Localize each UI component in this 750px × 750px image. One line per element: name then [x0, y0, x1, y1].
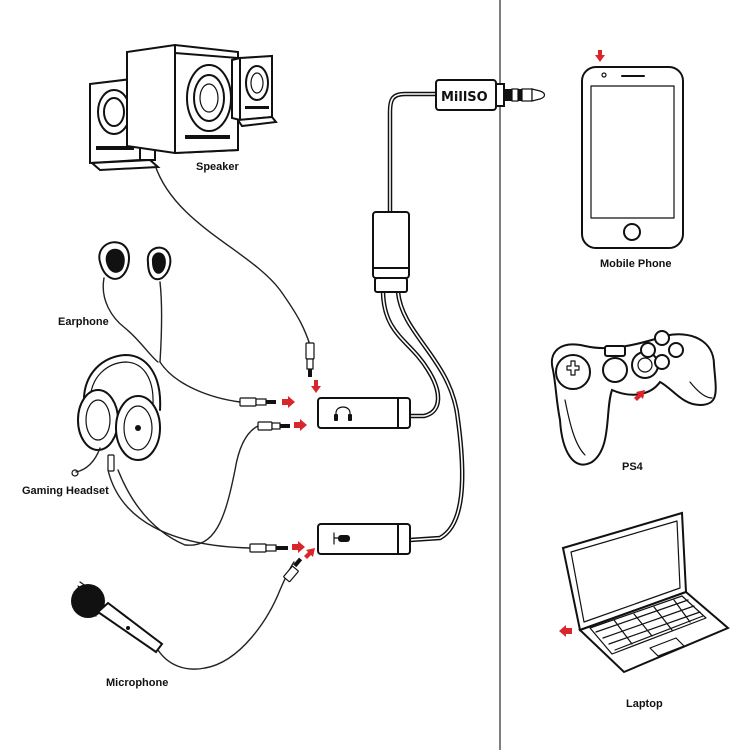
microphone-illustration — [71, 581, 206, 670]
brand-label: MillSO — [441, 90, 488, 105]
headphone-jack — [317, 397, 411, 429]
laptop-label: Laptop — [626, 698, 663, 710]
gaming-headset-label: Gaming Headset — [22, 485, 109, 497]
earphone-illustration — [98, 241, 172, 363]
ps4-controller-illustration — [550, 330, 717, 466]
headset-plug — [257, 419, 307, 431]
microphone-icon — [333, 532, 350, 545]
microphone-label: Microphone — [106, 677, 168, 689]
speaker-label: Speaker — [196, 161, 240, 173]
mobile-phone-label: Mobile Phone — [600, 258, 672, 270]
microphone-plug — [283, 548, 315, 583]
splitter-cable — [372, 91, 465, 543]
ps4-label: PS4 — [622, 461, 644, 473]
earphone-label: Earphone — [58, 316, 109, 328]
main-plug — [435, 79, 546, 111]
speaker-plug — [305, 342, 321, 393]
mobile-phone-illustration — [581, 50, 684, 249]
laptop-illustration — [559, 511, 730, 674]
headphone-icon — [334, 406, 352, 421]
earphone-plug — [239, 396, 295, 408]
speaker-illustration — [89, 43, 278, 172]
gaming-headset-illustration — [71, 354, 162, 477]
headset-mic-plug — [249, 541, 305, 553]
microphone-jack — [317, 523, 411, 555]
